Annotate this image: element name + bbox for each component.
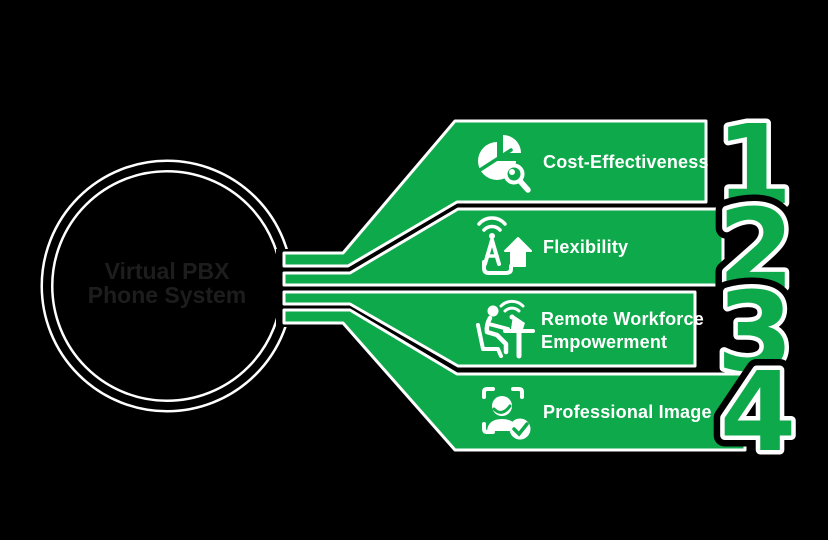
central-circle: Virtual PBX Phone System	[40, 159, 296, 413]
benefit-item-2: Flexibility 2 2	[282, 174, 805, 324]
item-label: Cost-Effectiveness	[543, 152, 709, 172]
item-label-line1: Remote Workforce	[541, 309, 704, 329]
item-number-shadow: 4	[720, 348, 797, 476]
item-label: Professional Image	[543, 402, 712, 422]
banner-ribbon-2	[282, 207, 725, 287]
item-label-line2: Empowerment	[541, 332, 667, 352]
pie-chart-magnifier-icon	[478, 135, 531, 193]
item-number: 4	[720, 348, 797, 476]
ring-gap-mask	[276, 249, 296, 327]
benefit-item-3: Remote Workforce Empowerment 3 3	[282, 257, 804, 407]
benefit-item-4: Professional Image 4 4	[282, 308, 807, 487]
item-label: Flexibility	[543, 237, 628, 257]
item-number: 2	[718, 185, 795, 313]
item-number-shadow: 2	[718, 185, 795, 313]
banner-ribbon-1	[282, 119, 708, 268]
item-number-shadow: 3	[717, 268, 794, 396]
banner-ribbon-3	[282, 290, 697, 368]
remote-worker-desk-icon	[476, 299, 535, 359]
antenna-signal-up-arrow-icon	[477, 216, 532, 275]
face-scan-verified-icon	[482, 387, 531, 440]
item-number: 1	[716, 101, 793, 229]
circle-title-line1: Virtual PBX	[105, 258, 230, 284]
circle-title-line2: Phone System	[88, 282, 247, 308]
benefit-item-1: Cost-Effectiveness 1 1	[282, 90, 803, 268]
banner-ribbon-4	[282, 308, 747, 452]
